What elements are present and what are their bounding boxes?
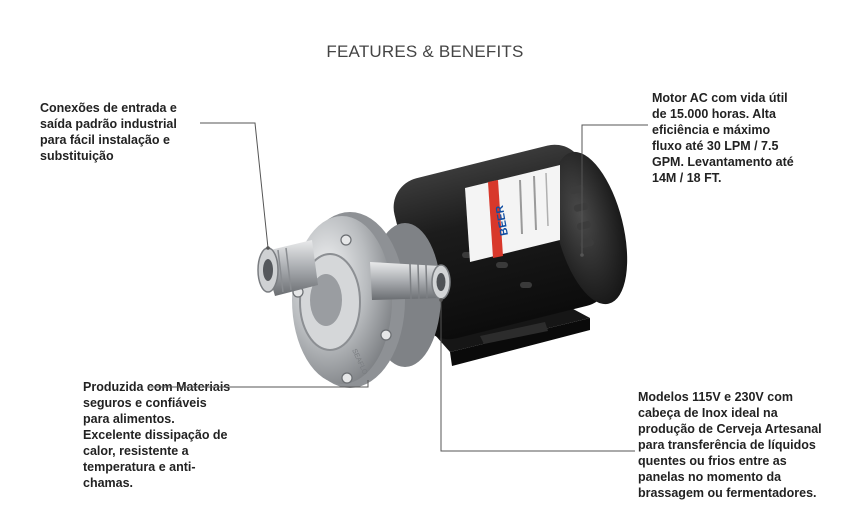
- callout-connections: Conexões de entrada e saída padrão indus…: [40, 100, 177, 164]
- callout-line: para transferência de líquidos: [638, 438, 816, 452]
- callout-line: quentes ou frios entre as: [638, 454, 787, 468]
- callout-line: saída padrão industrial: [40, 117, 177, 131]
- page-title: FEATURES & BENEFITS: [326, 42, 524, 61]
- outlet-connector: [370, 262, 451, 300]
- callout-line: Excelente dissipação de: [83, 428, 228, 442]
- leader-lines: [148, 122, 648, 452]
- callout-line: para fácil instalação e: [40, 133, 170, 147]
- callout-line: eficiência e máximo: [652, 123, 771, 137]
- pump-head: SEAFLO: [292, 212, 441, 388]
- screw-icon: [380, 329, 392, 341]
- leader-line-motor: [581, 124, 648, 255]
- callout-line: GPM. Levantamento até: [652, 155, 794, 169]
- callout-line: substituição: [40, 149, 114, 163]
- inlet-connector: [257, 240, 318, 296]
- callout-line: Motor AC com vida útil: [652, 91, 788, 105]
- callout-line: brassagem ou fermentadores.: [638, 486, 817, 500]
- brand-label: BEER: [494, 204, 511, 236]
- screw-icon: [340, 234, 352, 246]
- callout-line: fluxo até 30 LPM / 7.5: [652, 139, 779, 153]
- callout-line: de 15.000 horas. Alta: [652, 107, 776, 121]
- callout-line: para alimentos.: [83, 412, 175, 426]
- callout-line: calor, resistente a: [83, 444, 189, 458]
- callout-line: panelas no momento da: [638, 470, 782, 484]
- callout-line: chamas.: [83, 476, 134, 490]
- screw-icon: [341, 372, 353, 384]
- leader-dot: [580, 253, 584, 257]
- callout-line: seguros e confiáveis: [83, 396, 207, 410]
- callout-line: 14M / 18 FT.: [652, 171, 722, 185]
- callout-materials: Produzida com Materiais seguros e confiá…: [83, 379, 230, 491]
- leader-dot: [266, 246, 270, 250]
- callout-models: Modelos 115V e 230V com cabeça de Inox i…: [638, 389, 822, 501]
- callout-line: cabeça de Inox ideal na: [638, 406, 778, 420]
- callout-motor: Motor AC com vida útil de 15.000 horas. …: [652, 90, 794, 186]
- callout-line: produção de Cerveja Artesanal: [638, 422, 822, 436]
- callout-line: Conexões de entrada e: [40, 101, 177, 115]
- callout-line: Modelos 115V e 230V com: [638, 390, 793, 404]
- callout-line: temperatura e anti-: [83, 460, 196, 474]
- motor-label: BEER: [465, 165, 560, 262]
- leader-dot: [439, 298, 443, 302]
- leader-line-connections: [200, 122, 269, 249]
- leader-line-materials: [148, 380, 369, 388]
- leader-line-models: [440, 300, 635, 452]
